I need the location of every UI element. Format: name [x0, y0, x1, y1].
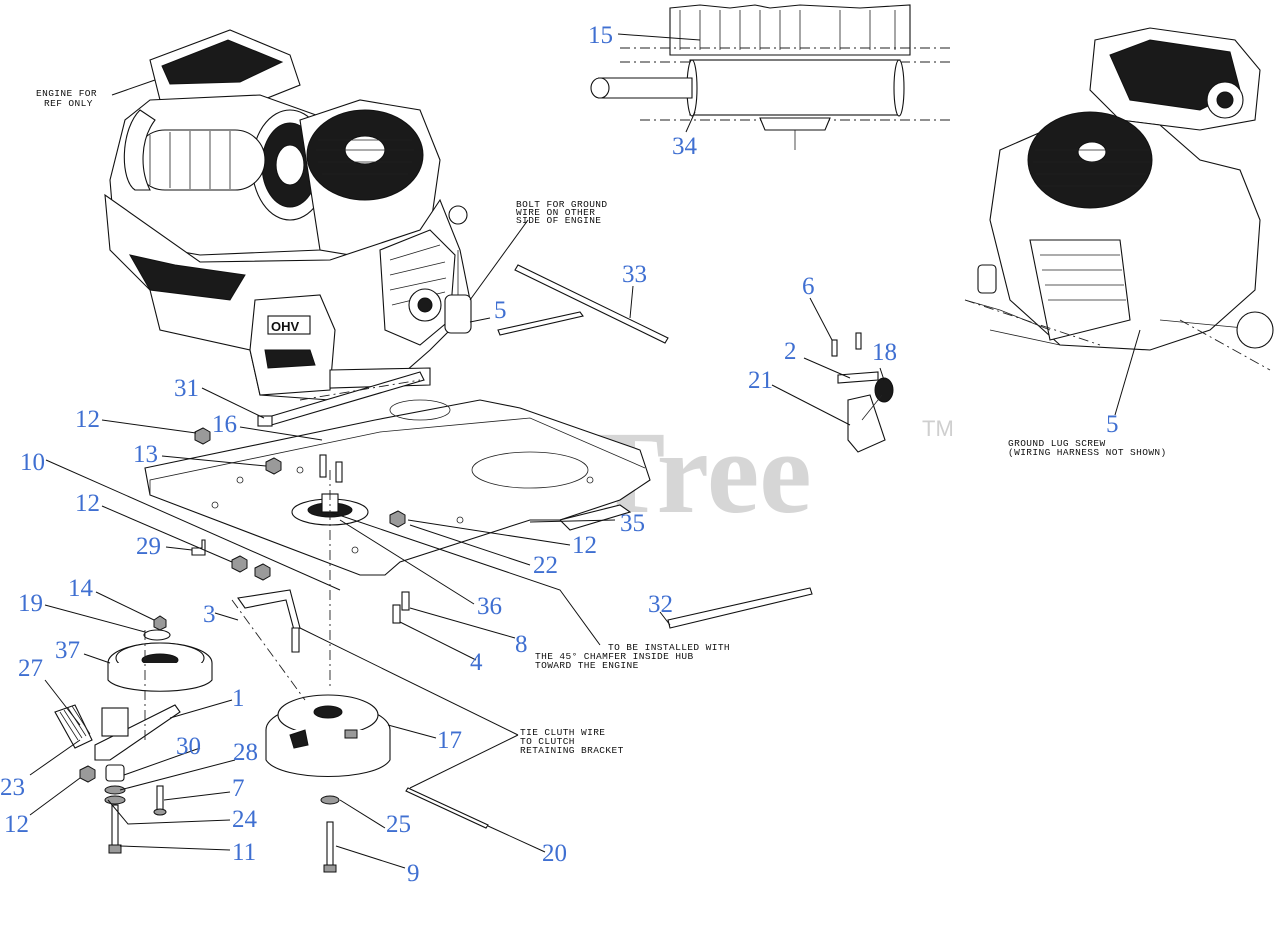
leader-lines	[29, 33, 1141, 869]
note-ground-bolt-line2: WIRE ON OTHER	[516, 207, 595, 218]
callout-36: 36	[477, 593, 502, 620]
callout-33: 33	[622, 261, 647, 288]
pulley-guard-detail	[590, 4, 950, 150]
callout-12-top: 12	[75, 406, 100, 433]
callout-31: 31	[174, 375, 199, 402]
engine-illustration-right	[964, 27, 1274, 371]
callout-30: 30	[176, 733, 201, 760]
note-ground-bolt-line3: SIDE OF ENGINE	[516, 215, 601, 226]
callout-29: 29	[136, 533, 161, 560]
note-engine-ref-line2: REF ONLY	[44, 98, 93, 109]
callout-18: 18	[872, 339, 897, 366]
note-chamfer-line3: TOWARD THE ENGINE	[535, 660, 639, 671]
note-clutch-wire-line1: TIE CLUTH WIRE	[520, 727, 605, 738]
callout-22: 22	[533, 552, 558, 579]
callout-15: 15	[588, 22, 613, 49]
callout-20: 20	[542, 840, 567, 867]
note-ground-lug-line1: GROUND LUG SCREW	[1008, 438, 1106, 449]
note-clutch-wire-line2: TO CLUTCH	[520, 736, 575, 747]
callout-28: 28	[233, 739, 258, 766]
callout-7: 7	[232, 775, 245, 802]
callout-12-right: 12	[572, 532, 597, 559]
callout-27: 27	[18, 655, 43, 682]
note-engine-ref-line1: ENGINE FOR	[36, 88, 97, 99]
callout-1: 1	[232, 685, 245, 712]
callout-9: 9	[407, 860, 420, 887]
hardware-parts	[54, 264, 894, 873]
callout-17: 17	[437, 727, 462, 754]
callout-5-ground-lug: 5	[1106, 411, 1119, 438]
callout-14: 14	[68, 575, 94, 602]
callout-8: 8	[515, 631, 528, 658]
trademark-symbol: TM	[922, 416, 954, 441]
callout-19: 19	[18, 590, 43, 617]
callout-32: 32	[648, 591, 673, 618]
callout-34: 34	[672, 133, 698, 160]
callout-5-engine: 5	[494, 297, 507, 324]
note-clutch-wire-line3: RETAINING BRACKET	[520, 745, 624, 756]
callout-23: 23	[0, 774, 25, 801]
callout-2: 2	[784, 338, 797, 365]
callout-37: 37	[55, 637, 80, 664]
callout-numbers: 15 34 33 5 5 6 2 18 21 31 12 16 13 10 12…	[0, 22, 1119, 887]
callout-11: 11	[232, 839, 256, 866]
callout-10: 10	[20, 449, 45, 476]
engine-illustration-main: OHV	[104, 29, 472, 401]
callout-3: 3	[203, 601, 216, 628]
callout-13: 13	[133, 441, 158, 468]
note-ground-bolt-line1: BOLT FOR GROUND	[516, 199, 608, 210]
note-ground-lug-line2: (WIRING HARNESS NOT SHOWN)	[1008, 447, 1167, 458]
note-chamfer-line1: TO BE INSTALLED WITH	[608, 642, 730, 653]
callout-12-bottom: 12	[4, 811, 29, 838]
callout-12-left: 12	[75, 490, 100, 517]
callout-21: 21	[748, 367, 773, 394]
callout-25: 25	[386, 811, 411, 838]
callout-24: 24	[232, 806, 258, 833]
callout-16: 16	[212, 411, 237, 438]
callout-6: 6	[802, 273, 815, 300]
note-chamfer-line2: THE 45° CHAMFER INSIDE HUB	[535, 651, 694, 662]
annotation-notes: ENGINE FOR REF ONLY BOLT FOR GROUND WIRE…	[36, 88, 1167, 756]
svg-text:OHV: OHV	[271, 319, 300, 334]
callout-4: 4	[470, 649, 483, 676]
callout-35: 35	[620, 510, 645, 537]
